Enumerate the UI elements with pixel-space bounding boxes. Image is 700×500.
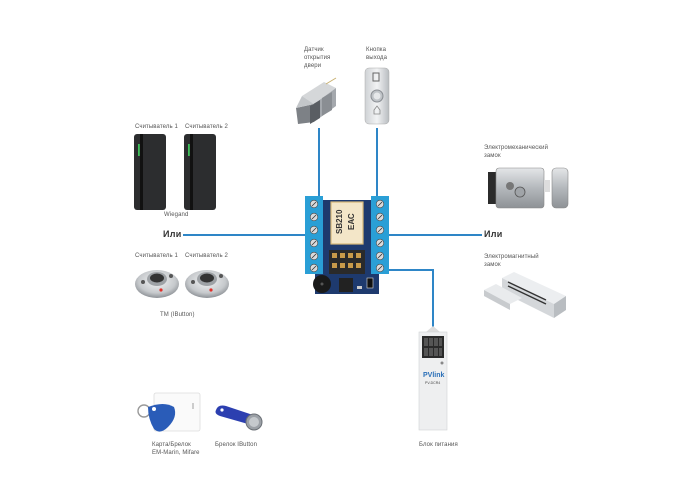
- electromag-lock-image: [484, 272, 566, 318]
- electromech-lock-image: [488, 167, 569, 209]
- tm-reader-1-image: [135, 270, 179, 298]
- tm-caption: TM (IButton): [160, 312, 195, 318]
- tm-reader-1-label: Считыватель 1: [135, 253, 178, 259]
- controller-model-label: SB210: [335, 209, 344, 234]
- power-supply-label: Блок питания: [419, 442, 458, 448]
- controller-cert-label: ЕАС: [347, 213, 356, 230]
- or-label-right: Или: [484, 229, 503, 239]
- wiegand-caption: Wiegand: [164, 212, 189, 218]
- ibutton-fob-label: Брелок IButton: [215, 442, 258, 448]
- door-sensor-image: [296, 77, 337, 124]
- tm-reader-2-image: [185, 270, 229, 298]
- ibutton-fob-image: [215, 405, 263, 431]
- electromech-lock-label: Электромеханический замок: [484, 145, 549, 159]
- wiegand-reader-2-label: Считыватель 2: [185, 124, 228, 130]
- card-fob-label: Карта/Брелок EM-Marin, Mifare: [152, 442, 200, 456]
- wiegand-reader-1-label: Считыватель 1: [135, 124, 178, 130]
- wire-exit-button: [376, 128, 378, 196]
- power-supply-model: PV-DCR4: [425, 381, 441, 385]
- wiegand-reader-2-image: [184, 134, 216, 210]
- electromag-lock-label: Электромагнитный замок: [484, 254, 539, 268]
- wire-power-v: [432, 269, 434, 327]
- door-sensor-label: Датчик открытия двери: [304, 47, 331, 69]
- card-fob-image: [137, 392, 201, 432]
- exit-button-image: [364, 67, 390, 125]
- exit-button-label: Кнопка выхода: [366, 47, 388, 61]
- wire-power-h: [388, 269, 434, 271]
- tm-reader-2-label: Считыватель 2: [185, 253, 228, 259]
- wiegand-reader-1-image: [134, 134, 166, 210]
- power-supply-brand: PVlink: [423, 372, 445, 379]
- or-label-left: Или: [163, 229, 182, 239]
- wire-door-sensor: [318, 128, 320, 196]
- controller-board: SB210 ЕАС: [305, 196, 389, 296]
- wire-locks: [388, 234, 482, 236]
- wire-readers: [183, 234, 305, 236]
- power-supply-image: [418, 326, 448, 431]
